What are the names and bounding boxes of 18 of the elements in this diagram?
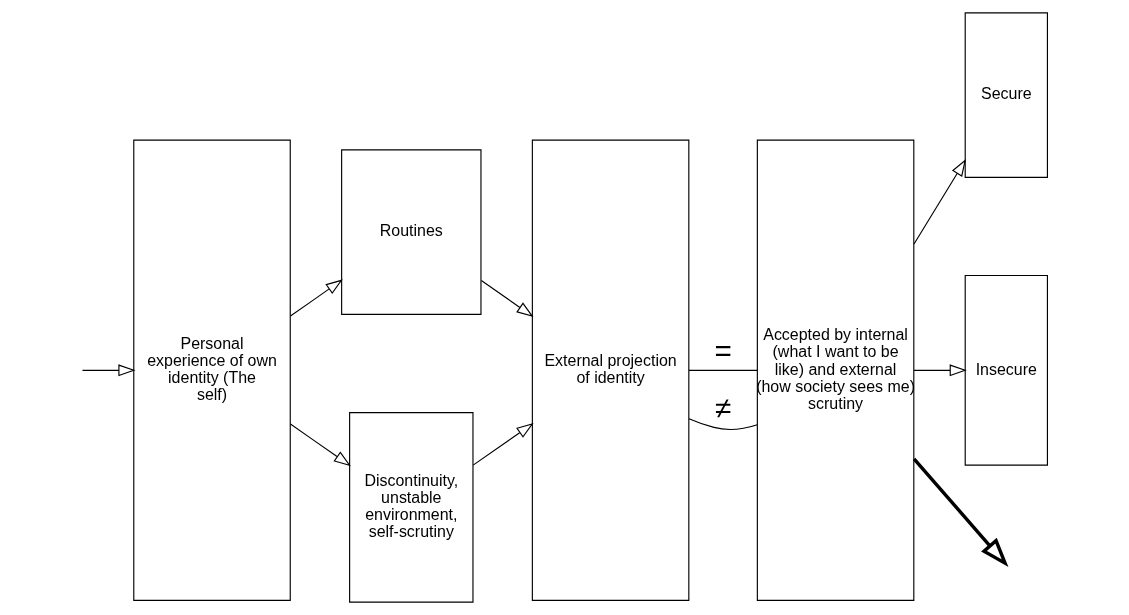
edge-label: ≠ <box>714 391 732 425</box>
arrow <box>913 159 966 245</box>
arrow <box>289 279 343 317</box>
node-box: Discontinuity, unstable environment, self-scrutiny <box>349 412 474 603</box>
node-box: Secure <box>964 12 1048 178</box>
node-box: Insecure <box>964 274 1048 466</box>
connector <box>688 369 758 371</box>
arrow <box>81 364 136 377</box>
node-box: External projection of identity <box>531 139 690 601</box>
edge-label: = <box>714 333 732 367</box>
arrow <box>913 364 967 377</box>
arrow <box>289 423 351 467</box>
arrow <box>472 423 534 466</box>
arrow <box>480 279 534 318</box>
node-box: Routines <box>341 149 482 315</box>
connector <box>688 418 758 430</box>
arrow <box>912 457 1009 568</box>
node-box: Personal experience of own identity (The self) <box>133 139 291 601</box>
